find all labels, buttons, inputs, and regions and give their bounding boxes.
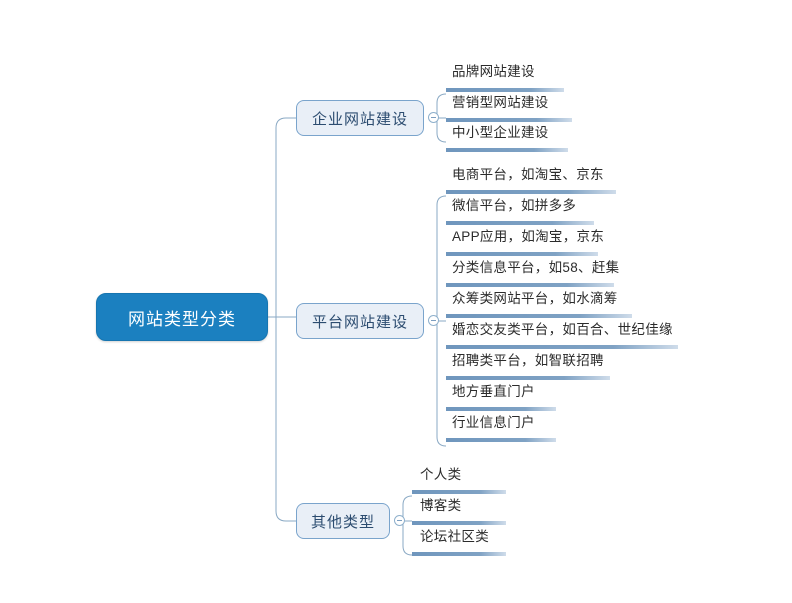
leaf-underline: [446, 376, 610, 380]
branch-node-label: 其他类型: [310, 513, 375, 531]
leaf-item[interactable]: 行业信息门户: [452, 415, 535, 430]
branch-node-label: 企业网站建设: [311, 110, 408, 128]
leaf-underline: [446, 438, 556, 442]
trunk-to-branch-2: [275, 317, 296, 522]
leaf-underline: [412, 521, 506, 525]
leaf-item[interactable]: 分类信息平台，如58、赶集: [452, 260, 620, 275]
leaf-item[interactable]: 个人类: [420, 467, 462, 482]
collapse-minus-icon[interactable]: [428, 112, 439, 123]
leaf-item[interactable]: 婚恋交友类平台，如百合、世纪佳缘: [452, 322, 673, 337]
leaf-item[interactable]: 中小型企业建设: [452, 125, 549, 140]
leaf-item[interactable]: 微信平台，如拼多多: [452, 198, 577, 213]
leaf-underline: [446, 88, 564, 92]
leaf-underline: [446, 345, 678, 349]
root-node[interactable]: 网站类型分类: [96, 293, 268, 341]
branch-node-other[interactable]: 其他类型: [296, 503, 390, 539]
leaf-item[interactable]: 地方垂直门户: [452, 384, 535, 399]
leaf-underline: [446, 148, 568, 152]
leaf-item[interactable]: 博客类: [420, 498, 462, 513]
leaf-item[interactable]: 招聘类平台，如智联招聘: [452, 353, 604, 368]
leaf-underline: [412, 552, 506, 556]
branch-2-spine: [402, 495, 413, 556]
leaf-item[interactable]: APP应用，如淘宝，京东: [452, 229, 605, 244]
leaf-item[interactable]: 品牌网站建设: [452, 64, 535, 79]
root-node-label: 网站类型分类: [128, 309, 236, 329]
leaf-underline: [446, 283, 614, 287]
leaf-item[interactable]: 众筹类网站平台，如水滴筹: [452, 291, 618, 306]
branch-node-platform[interactable]: 平台网站建设: [296, 303, 424, 339]
leaf-underline: [446, 118, 572, 122]
branch-node-label: 平台网站建设: [311, 313, 408, 331]
trunk-to-branch-0: [275, 117, 296, 317]
leaf-underline: [446, 252, 598, 256]
collapse-minus-icon[interactable]: [428, 315, 439, 326]
collapse-minus-icon[interactable]: [394, 515, 405, 526]
leaf-item[interactable]: 电商平台，如淘宝、京东: [452, 167, 604, 182]
leaf-underline: [446, 407, 556, 411]
leaf-item[interactable]: 论坛社区类: [420, 529, 489, 544]
leaf-underline: [412, 490, 506, 494]
leaf-underline: [446, 221, 594, 225]
leaf-underline: [446, 190, 616, 194]
branch-node-enterprise[interactable]: 企业网站建设: [296, 100, 424, 136]
leaf-item[interactable]: 营销型网站建设: [452, 95, 549, 110]
leaf-underline: [446, 314, 632, 318]
